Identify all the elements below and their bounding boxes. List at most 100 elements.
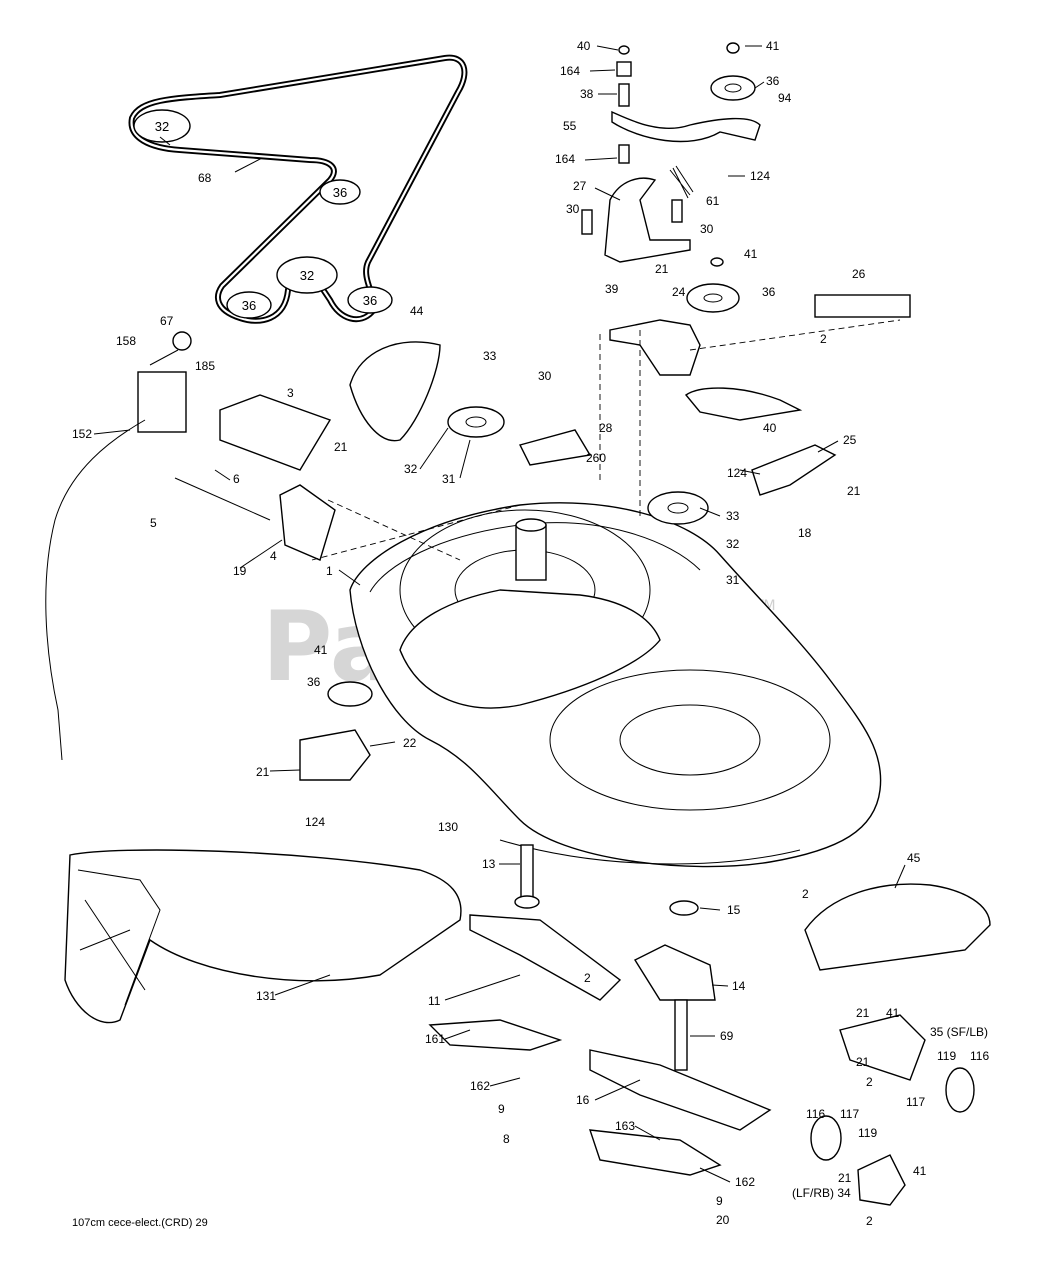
- callout: 35 (SF/LB): [930, 1025, 988, 1039]
- callout: 32: [404, 462, 418, 476]
- callout: 116: [970, 1049, 989, 1063]
- belt-label-3: 32: [300, 268, 314, 283]
- idler-pulley-mid: [686, 283, 740, 313]
- callout: 124: [305, 815, 325, 829]
- callout: 117: [906, 1095, 925, 1109]
- callout: 152: [72, 427, 92, 441]
- callout: 40: [577, 39, 591, 53]
- callout: 2: [866, 1075, 873, 1089]
- callout: 61: [706, 194, 720, 208]
- callout: 131: [256, 989, 276, 1003]
- lower-parts: [64, 844, 991, 1206]
- pulley-32-center: [276, 256, 338, 294]
- belt-label-1: 32: [155, 119, 169, 134]
- callout: 117: [840, 1107, 859, 1121]
- part-69-spindle: [674, 999, 688, 1071]
- callout: 67: [160, 314, 174, 328]
- callout: 30: [700, 222, 714, 236]
- callout: 33: [483, 349, 497, 363]
- callout: 22: [403, 736, 417, 750]
- callout: 260: [586, 451, 606, 465]
- idler-assembly: [581, 42, 911, 520]
- callout: 30: [566, 202, 580, 216]
- diagram-footer: 107cm cece-elect.(CRD) 29: [72, 1217, 208, 1229]
- callout: 2: [820, 332, 827, 346]
- callout: 38: [580, 87, 594, 101]
- part-34-bracket: [857, 1154, 906, 1206]
- callout: 14: [732, 979, 746, 993]
- callout: 2: [866, 1214, 873, 1228]
- callout: 45: [907, 851, 921, 865]
- callout: 124: [750, 169, 770, 183]
- callout: 21: [838, 1171, 852, 1185]
- callout: 21: [856, 1055, 870, 1069]
- idler-bracket: [604, 177, 691, 263]
- part-15-bearing: [669, 900, 699, 916]
- callout: 18: [798, 526, 812, 540]
- callout: 16: [576, 1093, 590, 1107]
- callout: 164: [555, 152, 575, 166]
- part-117-wheel-left: [810, 1115, 842, 1161]
- callout: 119: [937, 1049, 956, 1063]
- callout: 119: [858, 1126, 877, 1140]
- callout-68: 68: [198, 171, 212, 185]
- idler-pivot-plate: [609, 319, 701, 376]
- callout: 36: [766, 74, 780, 88]
- pulley-32-top: [133, 109, 191, 143]
- callout: 20: [716, 1213, 730, 1227]
- callout: 32: [726, 537, 740, 551]
- leader-lines: [93, 45, 906, 1183]
- part-callouts: 40 41 164 36 94 38 55 164 124 27 61 30 3…: [72, 39, 989, 1228]
- callout: 185: [195, 359, 215, 373]
- part-4-bracket: [279, 484, 336, 561]
- part-44-cover: [349, 341, 441, 442]
- callout: 44: [410, 304, 424, 318]
- part-117-wheel-right: [945, 1067, 975, 1113]
- left-side-parts: [45, 331, 837, 781]
- callout: 36: [307, 675, 321, 689]
- pulley-36-upper: [319, 179, 361, 205]
- callout: 9: [498, 1102, 505, 1116]
- callout: 164: [560, 64, 580, 78]
- pulley-36-deck: [327, 681, 373, 707]
- idler-pulley-top: [710, 75, 756, 101]
- part-161-blade: [428, 1019, 563, 1051]
- callout: 5: [150, 516, 157, 530]
- callout: 158: [116, 334, 136, 348]
- callout: 116: [806, 1107, 825, 1121]
- part-67-knob: [172, 331, 192, 351]
- mower-deck-shell: [349, 502, 882, 868]
- callout: 8: [503, 1132, 510, 1146]
- callout: 2: [802, 887, 809, 901]
- callout: 25: [843, 433, 857, 447]
- callout: 40: [763, 421, 777, 435]
- pulley-32-right: [647, 491, 709, 525]
- pulley-36-left: [226, 291, 272, 319]
- callout: 124: [727, 466, 747, 480]
- callout: 6: [233, 472, 240, 486]
- callout: 94: [778, 91, 792, 105]
- part-185-bracket: [137, 371, 187, 433]
- part-22-bracket: [299, 729, 371, 781]
- callout: 162: [470, 1079, 490, 1093]
- callout: 30: [538, 369, 552, 383]
- part-13-spindle: [520, 844, 534, 901]
- callout: 130: [438, 820, 458, 834]
- part-14-housing: [633, 944, 716, 1001]
- callout: 163: [615, 1119, 635, 1133]
- part-131-chute: [64, 849, 462, 1024]
- idler-arm: [611, 110, 761, 143]
- callout: 31: [726, 573, 740, 587]
- callout: 28: [599, 421, 613, 435]
- callout: 19: [233, 564, 247, 578]
- callout: 21: [256, 765, 270, 779]
- pulley-36-right: [347, 286, 393, 314]
- callout: 162: [735, 1175, 755, 1189]
- belt-label-2: 36: [333, 185, 347, 200]
- part-25-bracket: [751, 444, 837, 496]
- pulley-32-left: [447, 406, 505, 438]
- callout: 36: [762, 285, 776, 299]
- callout: 11: [428, 994, 441, 1008]
- callout: 41: [744, 247, 758, 261]
